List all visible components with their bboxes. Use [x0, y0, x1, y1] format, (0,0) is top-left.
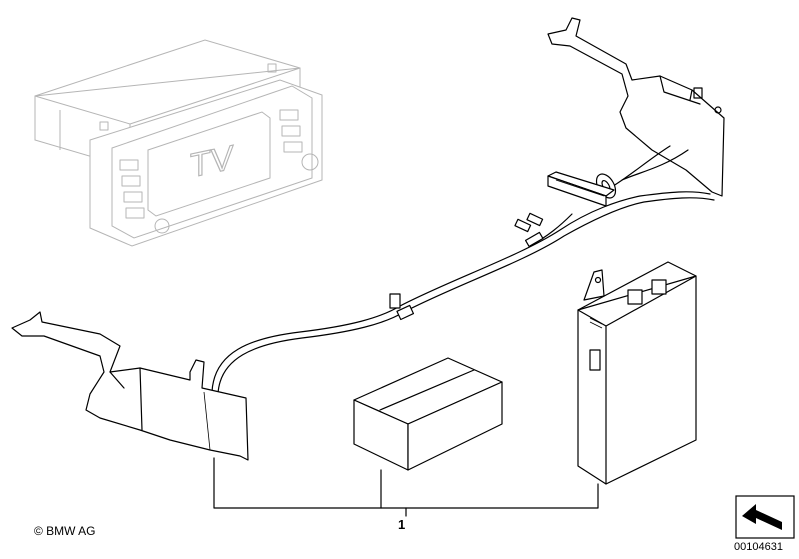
- lower-bracket: [11, 311, 249, 461]
- callout-leaders: [213, 457, 599, 517]
- arrow-icon: [735, 495, 795, 539]
- document-id: 00104631: [734, 541, 783, 553]
- package-box: [353, 357, 503, 471]
- copyright-text: © BMW AG: [34, 524, 96, 538]
- tv-tuner-module: [577, 261, 697, 485]
- wiring-harness: [211, 145, 715, 395]
- upper-bracket: [547, 17, 725, 197]
- navigation-monitor-unit: TV: [34, 39, 323, 247]
- callout-number: 1: [398, 517, 406, 532]
